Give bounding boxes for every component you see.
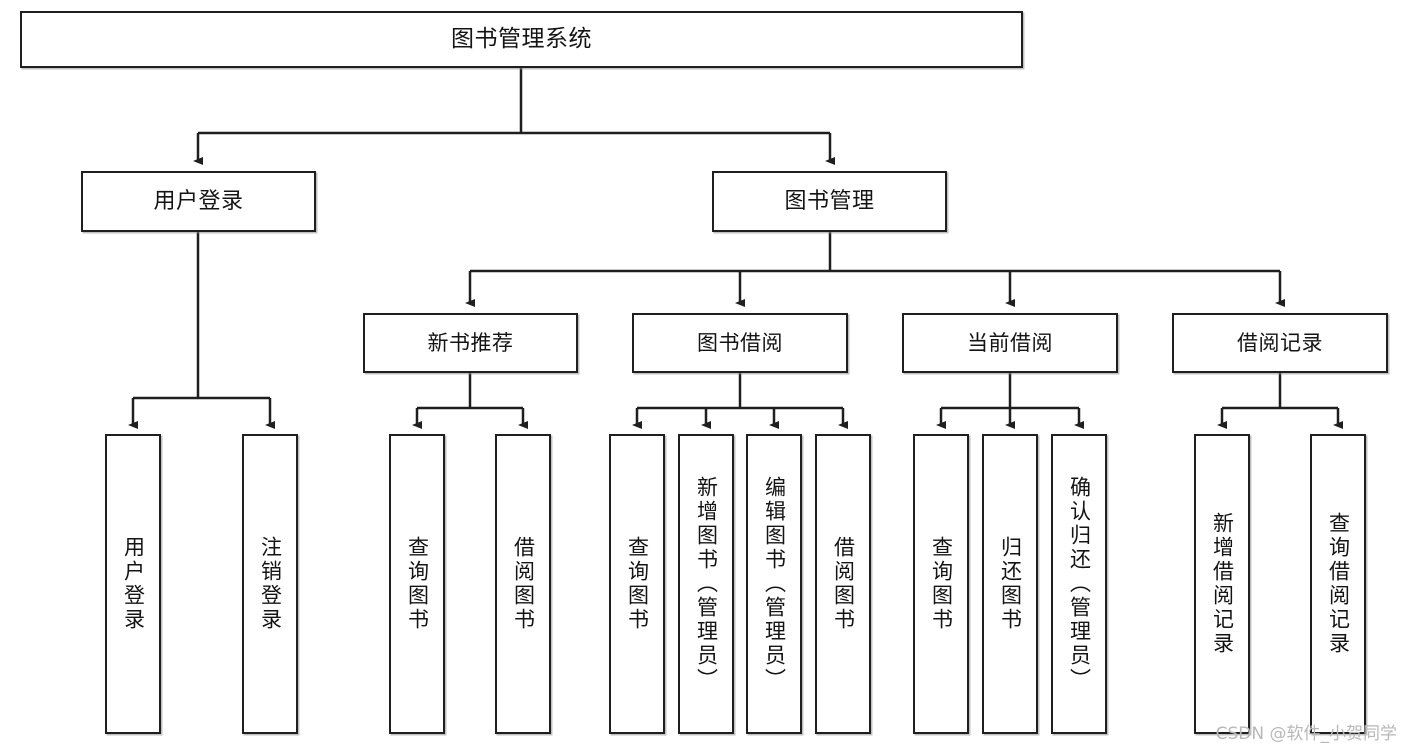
node-label: 图书管理系统 (451, 26, 592, 53)
leaf-new-book-recommend-1[interactable]: 查询图书 (389, 434, 445, 734)
node-label: 新增图书（管理员） (694, 476, 719, 692)
node-label: 图书管理 (784, 188, 875, 214)
leaf-book-borrow-2[interactable]: 新增图书（管理员） (678, 434, 734, 734)
leaf-book-borrow-4[interactable]: 借阅图书 (815, 434, 871, 734)
node-label: 确认归还（管理员） (1067, 476, 1092, 692)
leaf-current-borrow-1[interactable]: 查询图书 (913, 434, 969, 734)
node-label: 新书推荐 (427, 330, 514, 355)
node-root-book-management-system[interactable]: 图书管理系统 (20, 11, 1023, 68)
node-label: 查询图书 (929, 536, 954, 632)
node-label: 编辑图书（管理员） (762, 476, 787, 692)
leaf-book-borrow-3[interactable]: 编辑图书（管理员） (746, 434, 802, 734)
leaf-user-login-1[interactable]: 用户登录 (105, 434, 161, 734)
node-label: 图书借阅 (697, 330, 783, 355)
node-book-management[interactable]: 图书管理 (712, 171, 947, 232)
node-label: 借阅记录 (1237, 330, 1323, 355)
node-label: 新增借阅记录 (1210, 512, 1235, 656)
node-label: 查询图书 (625, 536, 650, 632)
node-label: 查询借阅记录 (1326, 512, 1351, 656)
leaf-user-login-2[interactable]: 注销登录 (242, 434, 298, 734)
csdn-watermark: CSDN @软件_小贺同学 (1215, 724, 1397, 744)
node-book-borrow[interactable]: 图书借阅 (632, 313, 848, 373)
node-label: 查询图书 (405, 536, 430, 632)
leaf-borrow-record-2[interactable]: 查询借阅记录 (1310, 434, 1366, 734)
leaf-borrow-record-1[interactable]: 新增借阅记录 (1194, 434, 1250, 734)
node-borrow-record[interactable]: 借阅记录 (1172, 313, 1388, 373)
leaf-current-borrow-3[interactable]: 确认归还（管理员） (1051, 434, 1107, 734)
leaf-new-book-recommend-2[interactable]: 借阅图书 (495, 434, 551, 734)
node-current-borrow[interactable]: 当前借阅 (902, 313, 1118, 373)
node-label: 借阅图书 (511, 536, 536, 632)
node-label: 借阅图书 (831, 536, 856, 632)
node-label: 注销登录 (258, 536, 283, 632)
node-label: 用户登录 (121, 536, 146, 632)
node-user-login[interactable]: 用户登录 (81, 171, 316, 232)
leaf-current-borrow-2[interactable]: 归还图书 (982, 434, 1038, 734)
leaf-book-borrow-1[interactable]: 查询图书 (609, 434, 665, 734)
node-label: 当前借阅 (967, 330, 1053, 355)
node-label: 用户登录 (153, 188, 244, 214)
node-new-book-recommend[interactable]: 新书推荐 (363, 313, 578, 373)
node-label: 归还图书 (998, 536, 1023, 632)
